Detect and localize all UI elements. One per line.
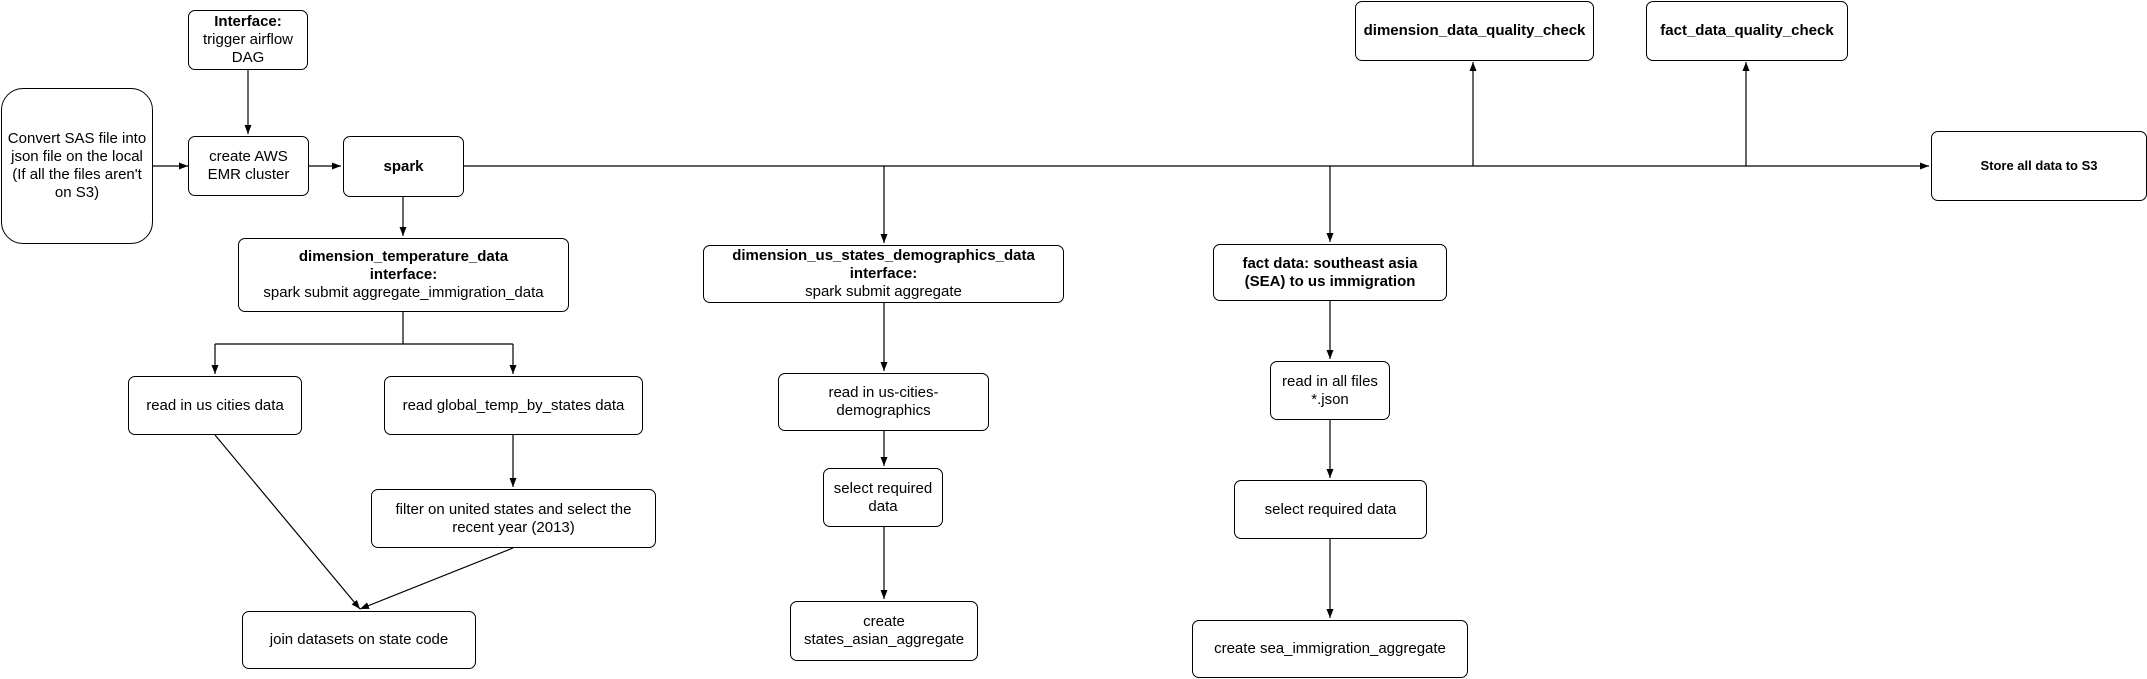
edge-us-cities-to-join [214, 434, 361, 610]
dimension-temperature-node[interactable]: dimension_temperature_data interface: sp… [238, 238, 569, 312]
read-demographics-line-2: demographics [836, 402, 931, 419]
edge-filter-to-join [359, 547, 514, 610]
trigger-dag-node[interactable]: Interface: trigger airflow DAG [188, 10, 308, 70]
store-s3-title: Store all data to S3 [1980, 158, 2098, 173]
dimension-us-states-title: dimension_us_states_demographics_data [732, 247, 1035, 264]
convert-sas-line-1: Convert SAS file into [7, 130, 147, 147]
spark-title: spark [383, 157, 424, 175]
dimension-us-states-subtitle: interface: [849, 265, 918, 282]
read-json-node[interactable]: read in all files *.json [1270, 361, 1390, 420]
create-emr-node[interactable]: create AWS EMR cluster [188, 136, 309, 196]
join-state-node[interactable]: join datasets on state code [242, 611, 476, 669]
dimension-data-quality-check-node[interactable]: dimension_data_quality_check [1355, 1, 1594, 61]
dimension-temperature-subtitle: interface: [369, 266, 438, 283]
fact-data-quality-check-title: fact_data_quality_check [1660, 22, 1834, 39]
read-demographics-line-1: read in us-cities- [828, 384, 939, 401]
fact-data-quality-check-node[interactable]: fact_data_quality_check [1646, 1, 1848, 61]
select-required-1-line-2: data [868, 497, 898, 515]
select-required-1-line-1: select required [833, 479, 933, 497]
trigger-dag-line-1: trigger airflow [202, 31, 294, 48]
create-states-asian-node[interactable]: create states_asian_aggregate [790, 601, 978, 661]
select-required-2-node[interactable]: select required data [1234, 480, 1427, 539]
filter-us-line-1: filter on united states and select the [395, 500, 632, 518]
edge-dim-temp-split [215, 312, 513, 345]
read-json-line-1: read in all files [1282, 372, 1378, 390]
read-json-line-2: *.json [1311, 390, 1349, 408]
dimension-us-states-node[interactable]: dimension_us_states_demographics_data in… [703, 245, 1064, 303]
trigger-dag-title: Interface: [214, 13, 282, 30]
dimension-temperature-title: dimension_temperature_data [298, 248, 509, 265]
convert-sas-line-3: (If all the files aren't [12, 166, 142, 183]
spark-node[interactable]: spark [343, 136, 464, 197]
read-global-temp-node[interactable]: read global_temp_by_states data [384, 376, 643, 435]
convert-sas-line-2: json file on the local [11, 148, 143, 165]
dimension-us-states-line-1: spark submit aggregate [805, 283, 962, 300]
fact-sea-title: fact data: southeast asia [1242, 254, 1418, 272]
convert-sas-node[interactable]: Convert SAS file into json file on the l… [1, 88, 153, 244]
convert-sas-line-4: on S3) [54, 184, 100, 201]
trigger-dag-line-2: DAG [231, 49, 265, 66]
read-demographics-node[interactable]: read in us-cities- demographics [778, 373, 989, 431]
create-states-asian-line-2: states_asian_aggregate [803, 631, 965, 648]
select-required-1-node[interactable]: select required data [823, 468, 943, 527]
create-sea-node[interactable]: create sea_immigration_aggregate [1192, 620, 1468, 678]
store-s3-node[interactable]: Store all data to S3 [1931, 131, 2147, 201]
create-sea-line-1: create sea_immigration_aggregate [1214, 640, 1446, 657]
create-states-asian-line-1: create [863, 613, 905, 630]
read-global-temp-line-1: read global_temp_by_states data [402, 396, 625, 414]
read-us-cities-line-1: read in us cities data [146, 396, 284, 414]
join-state-line-1: join datasets on state code [269, 631, 449, 648]
create-emr-line-1: create AWS [209, 148, 288, 165]
filter-us-node[interactable]: filter on united states and select the r… [371, 489, 656, 548]
dimension-data-quality-check-title: dimension_data_quality_check [1363, 22, 1586, 39]
create-emr-line-2: EMR cluster [207, 166, 290, 183]
dimension-temperature-line-1: spark submit aggregate_immigration_data [263, 284, 544, 301]
read-us-cities-node[interactable]: read in us cities data [128, 376, 302, 435]
select-required-2-line-1: select required data [1264, 500, 1397, 518]
fact-sea-node[interactable]: fact data: southeast asia (SEA) to us im… [1213, 244, 1447, 301]
fact-sea-subtitle: (SEA) to us immigration [1244, 272, 1416, 290]
filter-us-line-2: recent year (2013) [452, 518, 575, 536]
